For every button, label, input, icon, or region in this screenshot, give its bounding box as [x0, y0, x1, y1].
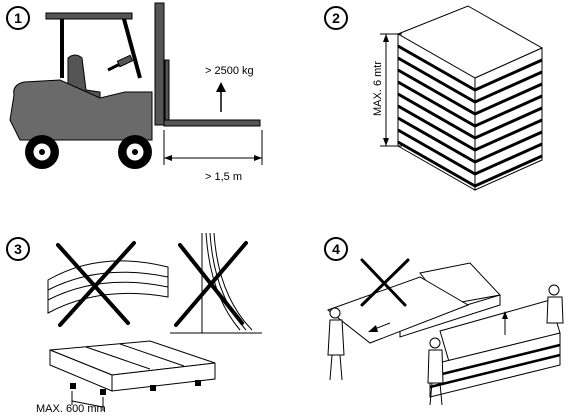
fork-length-label: > 1,5 m — [205, 171, 242, 183]
handling-illustration — [326, 258, 564, 406]
max-spacing-label: MAX. 600 mm — [36, 403, 106, 415]
panel-handling: 4 — [290, 205, 577, 418]
step-number-4: 4 — [324, 237, 348, 261]
step-number-1: 1 — [6, 6, 30, 30]
pallet-stack-illustration — [380, 5, 544, 191]
storage-illustration — [47, 232, 262, 411]
panel-storage-support: 3 MAX. 600 mm — [0, 205, 290, 418]
forklift-illustration — [9, 2, 263, 169]
max-height-label: MAX. 6 mtr — [372, 60, 384, 116]
weight-label: > 2500 kg — [205, 65, 254, 77]
step-number-2: 2 — [324, 6, 348, 30]
step-number-3: 3 — [6, 237, 30, 261]
panel-forklift: 1 > 2500 kg > 1,5 m — [0, 0, 290, 205]
panel-stack-height: 2 MAX. 6 mtr — [290, 0, 577, 205]
